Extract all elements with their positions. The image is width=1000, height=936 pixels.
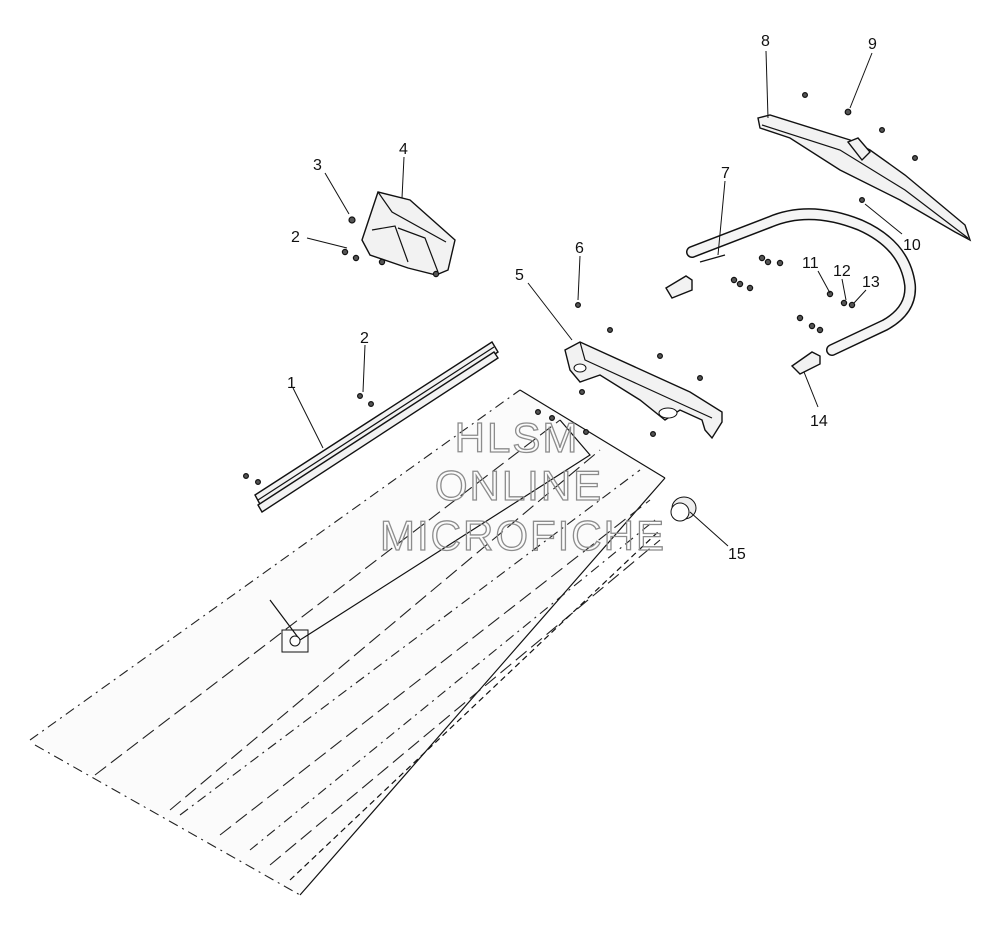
endcap-part-14	[665, 275, 821, 375]
callout-15: 15	[728, 546, 746, 563]
callout-1: 1	[287, 375, 296, 392]
fasteners	[243, 91, 918, 486]
strip-part-1	[254, 341, 499, 513]
callout-labels: 1 2 2 3 4 5 6 7 8 9 10 11 12 13 14 15	[287, 33, 921, 563]
callout-2a: 2	[291, 229, 300, 246]
callout-7: 7	[721, 165, 730, 182]
watermark-line-1: HLSM	[455, 414, 580, 461]
plug-part-15	[670, 496, 697, 522]
callout-8: 8	[761, 33, 770, 50]
cover-part-4	[361, 191, 456, 276]
watermark-line-2: ONLINE	[435, 462, 603, 509]
callout-6: 6	[575, 240, 584, 257]
callout-14: 14	[810, 413, 828, 430]
callout-9: 9	[868, 36, 877, 53]
watermark: HLSM ONLINE MICROFICHE	[379, 413, 666, 559]
leader-lines	[292, 50, 903, 547]
callout-10: 10	[903, 237, 921, 254]
callout-4: 4	[399, 141, 408, 158]
watermark-line-3: MICROFICHE	[380, 512, 666, 559]
panel-assembly	[29, 389, 666, 896]
bracket-part-5	[564, 341, 723, 440]
callout-11: 11	[802, 255, 819, 272]
callout-5: 5	[515, 267, 524, 284]
rail-part-8	[757, 114, 972, 242]
callout-13: 13	[862, 274, 880, 291]
callout-2b: 2	[360, 330, 369, 347]
tube-part-7	[686, 208, 917, 356]
callout-3: 3	[313, 157, 322, 174]
callout-12: 12	[833, 263, 851, 280]
